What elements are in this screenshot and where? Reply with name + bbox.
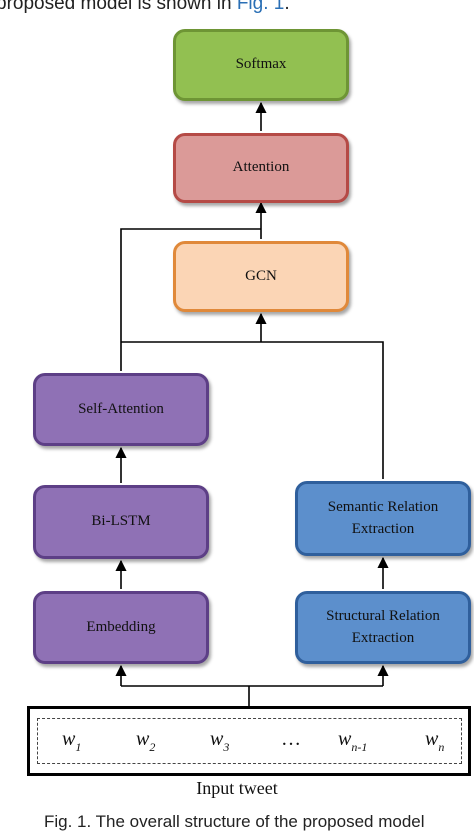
self-attention-node: Self-Attention [33,373,209,446]
token-w2: w2 [136,728,156,754]
header-suffix: . [284,0,290,14]
token-wn: wn [425,728,445,754]
embedding-node: Embedding [33,591,209,664]
structural-label-line2: Extraction [351,629,415,646]
figure-caption: Fig. 1. The overall structure of the pro… [44,812,425,831]
structural-relation-text: Structural Relation Extraction [326,606,440,650]
embedding-label: Embedding [86,618,156,635]
token-w3: w3 [210,728,230,754]
bilstm-label: Bi-LSTM [91,513,151,530]
softmax-label: Softmax [235,56,287,73]
input-tweet-box [27,706,471,776]
semantic-relation-text: Semantic Relation Extraction [328,497,438,541]
structural-relation-node: Structural Relation Extraction [295,591,471,664]
token-w1: w1 [62,728,82,754]
attention-label: Attention [232,159,290,176]
header-prefix: proposed model is shown in [0,0,237,14]
figure-link[interactable]: Fig. 1 [236,0,285,14]
header-sentence: proposed model is shown in Fig. 1. [0,0,290,15]
semantic-label-line2: Extraction [351,520,415,537]
semantic-relation-node: Semantic Relation Extraction [295,481,471,556]
line-selfattention-to-attention [120,228,261,371]
gcn-node: GCN [173,241,349,312]
self-attention-label: Self-Attention [78,400,164,417]
token-ellipsis: … [281,728,301,750]
structural-label-line1: Structural Relation [326,607,440,624]
line-selfattention-to-gcn [121,341,384,479]
attention-node: Attention [173,133,349,203]
input-tokens-box [37,718,462,764]
token-wn-1: wn-1 [338,728,368,754]
input-tweet-label: Input tweet [196,778,278,798]
softmax-node: Softmax [173,29,349,101]
gcn-label: GCN [245,267,277,284]
semantic-label-line1: Semantic Relation [327,498,439,515]
bilstm-node: Bi-LSTM [33,485,209,559]
